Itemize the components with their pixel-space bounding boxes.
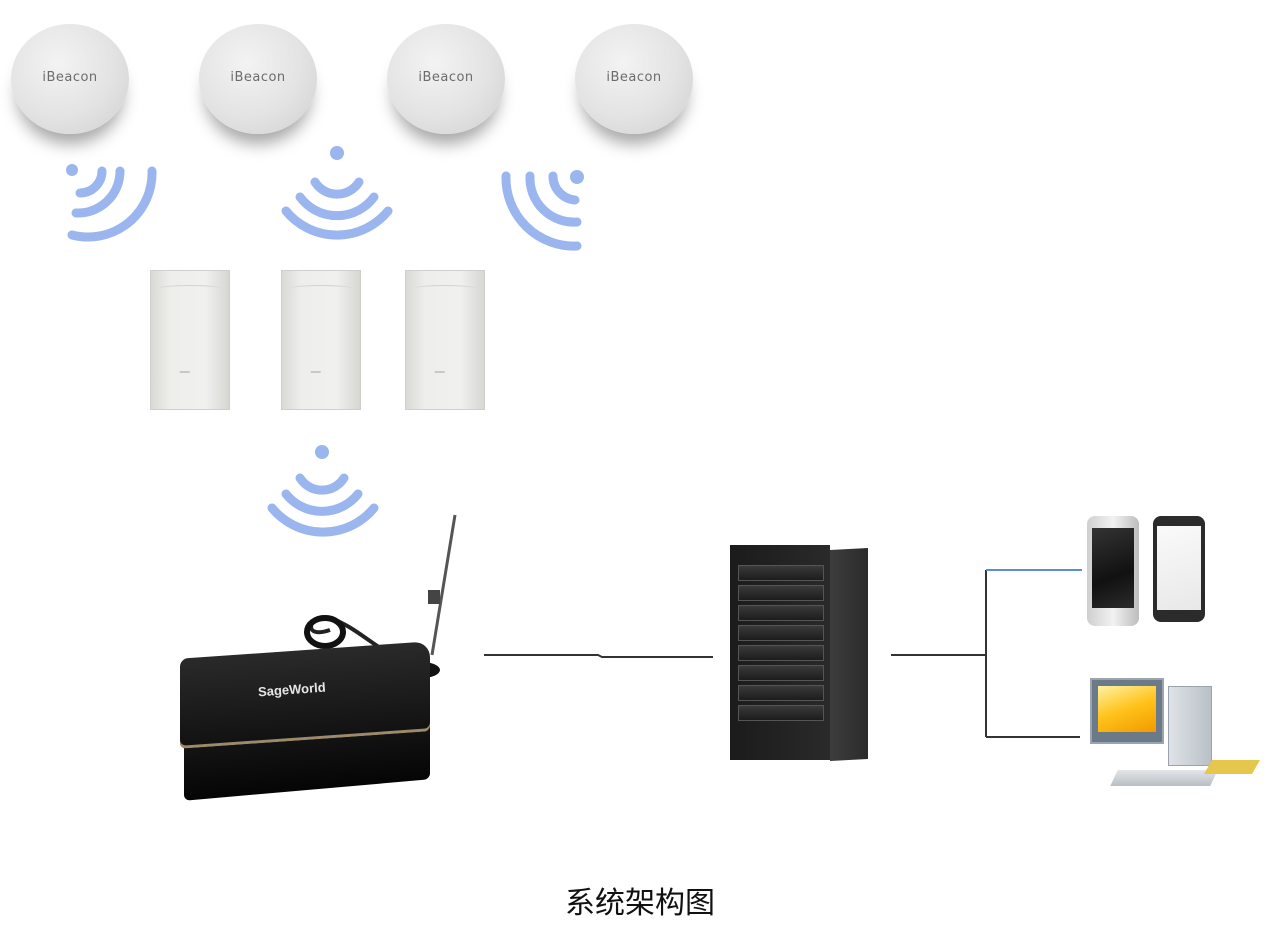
- server-bay: [738, 665, 824, 681]
- smartphone-icon: [1153, 516, 1205, 622]
- beacon-label: iBeacon: [230, 70, 286, 85]
- server-bay: [738, 585, 824, 601]
- pc-tower: [1168, 686, 1212, 766]
- beacon-3: iBeacon: [387, 24, 505, 134]
- server-bay: [738, 625, 824, 641]
- beacon-label: iBeacon: [606, 70, 662, 85]
- gateway-logo: [310, 363, 326, 373]
- gateway-2: [281, 270, 361, 410]
- gateway-3: [405, 270, 485, 410]
- signal-icon-4: [267, 445, 379, 537]
- server-bay: [738, 685, 824, 701]
- server-bay: [738, 605, 824, 621]
- gateway-logo: [179, 363, 195, 373]
- server-bay: [738, 705, 824, 721]
- beacon-2: iBeacon: [199, 24, 317, 134]
- desktop-computer-icon: [1090, 678, 1261, 798]
- server-bay: [738, 565, 824, 581]
- base-station: SageWorld: [180, 641, 430, 801]
- monitor: [1090, 678, 1164, 744]
- link-base-to-server: [484, 654, 713, 658]
- server-side: [830, 548, 868, 761]
- smartphone-icon: [1087, 516, 1139, 626]
- beacon-4: iBeacon: [575, 24, 693, 134]
- server-rack: [730, 545, 870, 761]
- gateway-1: [150, 270, 230, 410]
- server-bay: [738, 645, 824, 661]
- signal-icon-3: [501, 170, 584, 251]
- mouse-pad: [1203, 760, 1261, 774]
- beacon-label: iBeacon: [42, 70, 98, 85]
- server-front: [730, 545, 830, 760]
- gateway-logo: [434, 363, 450, 373]
- diagram-caption: 系统架构图: [565, 886, 715, 921]
- monitor-screen: [1098, 686, 1156, 732]
- beacon-1: iBeacon: [11, 24, 129, 134]
- signal-icon-2: [281, 146, 393, 240]
- signal-icon-1: [66, 164, 157, 242]
- beacon-label: iBeacon: [418, 70, 474, 85]
- keyboard: [1110, 770, 1218, 786]
